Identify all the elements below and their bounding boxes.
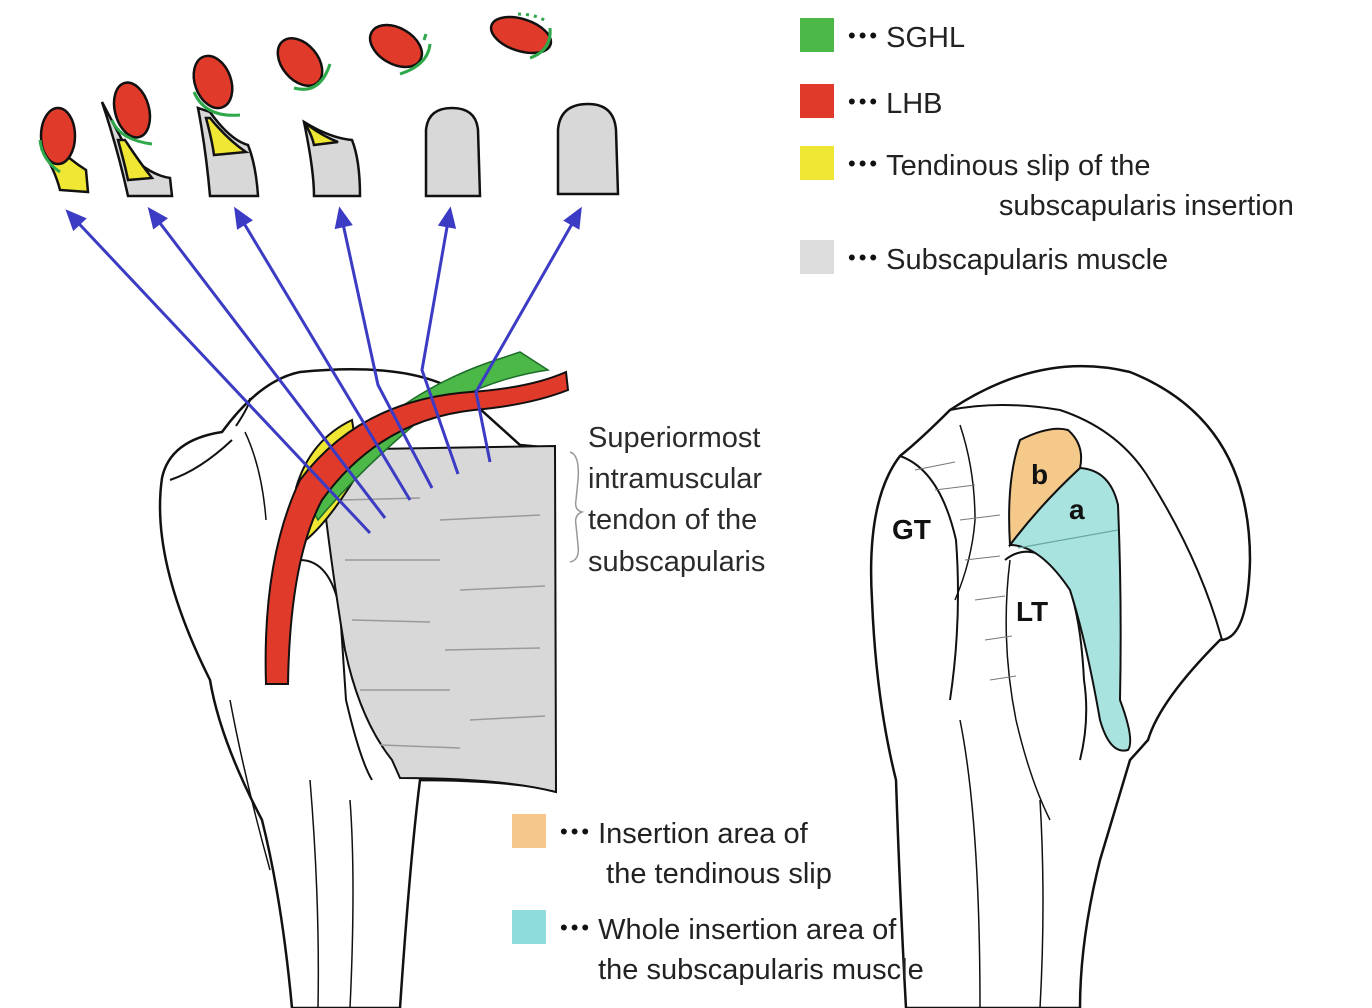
cross-section-1 [40,108,88,192]
cross-section-2 [102,79,172,196]
cross-section-4 [269,30,360,196]
arrowhead-2 [150,210,165,227]
leader-dots: ••• [848,240,880,276]
legend-bottom-label: Insertion area of the tendinous slip [598,814,832,894]
insertion-area-swatch [512,814,546,848]
legend-bottom-item: •••Whole insertion area of the subscapul… [512,910,924,990]
legend-top-label: Tendinous slip of the subscapularis inse… [886,146,1294,226]
right-humerus-drawing [871,366,1250,1008]
legend-top-label: Subscapularis muscle [886,240,1168,280]
lt-label: LT [1016,596,1048,628]
arrowhead-3 [236,210,250,227]
legend-top-label: SGHL [886,18,965,58]
a-label: a [1069,494,1085,526]
leader-dots: ••• [848,146,880,182]
tendinous-slip-swatch [800,146,834,180]
bracket [570,452,582,562]
cross-section-series [40,10,618,196]
leader-dots: ••• [560,814,592,850]
legend-bottom-label: Whole insertion area of the subscapulari… [598,910,924,990]
cross-section-5 [363,16,480,196]
cross-section-3 [187,50,258,196]
sghl-swatch [800,18,834,52]
legend-bottom-item: •••Insertion area of the tendinous slip [512,814,832,894]
arrowhead-5 [440,210,454,227]
leader-dots: ••• [560,910,592,946]
whole-insertion-swatch [512,910,546,944]
gt-label: GT [892,514,931,546]
legend-top-item: •••LHB [800,84,943,124]
leader-dots: ••• [848,18,880,54]
arrowhead-6 [566,210,580,227]
lhb-swatch [800,84,834,118]
legend-top-item: •••Tendinous slip of the subscapularis i… [800,146,1294,226]
leader-dots: ••• [848,84,880,120]
b-label: b [1031,459,1048,491]
arrowhead-4 [337,210,351,227]
subscapularis-muscle-swatch [800,240,834,274]
legend-top-item: •••Subscapularis muscle [800,240,1168,280]
legend-top-item: •••SGHL [800,18,965,58]
legend-top-label: LHB [886,84,942,124]
superiormost-annotation: Superiormost intramuscular tendon of the… [588,418,765,583]
cross-section-6 [487,10,618,194]
